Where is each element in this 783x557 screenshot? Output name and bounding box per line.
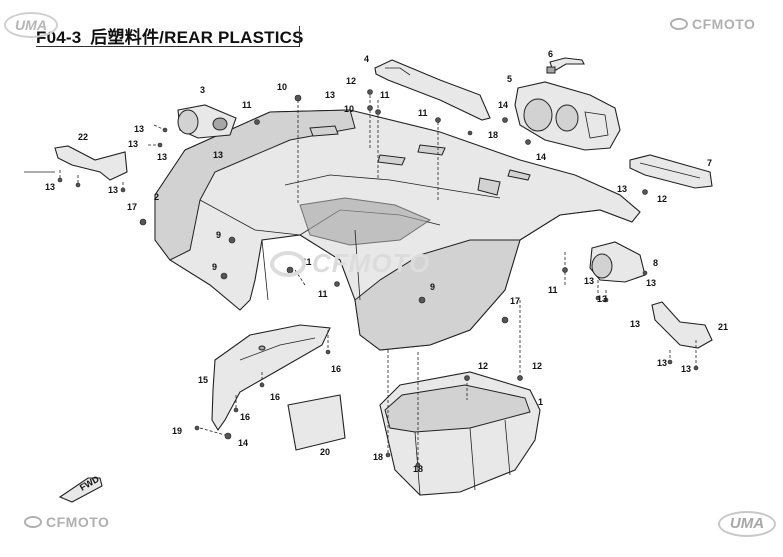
leader-lines	[24, 90, 697, 465]
callout-2: 2	[154, 192, 159, 202]
fasteners	[57, 89, 699, 468]
tail-light-right-5	[514, 81, 621, 151]
rear-fender-body	[154, 109, 641, 351]
callout-11a: 11	[242, 100, 252, 110]
callout-5: 5	[507, 74, 512, 84]
bracket-22	[54, 145, 128, 181]
callout-13b: 13	[128, 139, 138, 149]
callout-11f: 11	[548, 285, 558, 295]
panel-4	[374, 59, 491, 121]
callout-13k: 13	[597, 294, 607, 304]
callout-16b: 16	[270, 392, 280, 402]
callout-11d: 11	[302, 257, 312, 267]
callout-4: 4	[364, 54, 369, 64]
callout-13d: 13	[213, 150, 223, 160]
callout-16c: 16	[240, 412, 250, 422]
callout-19: 19	[172, 426, 182, 436]
storage-box-1	[379, 371, 541, 496]
cfmoto-watermark: CFMOTO	[270, 248, 430, 279]
callout-22: 22	[78, 132, 88, 142]
callout-21: 21	[718, 322, 728, 332]
cfmoto-ring-icon	[24, 516, 42, 528]
cfmoto-watermark-text: CFMOTO	[312, 248, 431, 278]
title-divider	[299, 26, 300, 47]
callout-13e: 13	[45, 182, 55, 192]
callout-12b: 12	[657, 194, 667, 204]
title-cn: 后塑料件	[90, 28, 160, 47]
callout-12a: 12	[346, 76, 356, 86]
cfmoto-watermark-ring-icon	[270, 250, 306, 277]
panel-20	[287, 394, 346, 451]
callout-13g: 13	[325, 90, 335, 100]
callout-15: 15	[198, 375, 208, 385]
page-title: F04-3 后塑料件/REAR PLASTICS	[36, 23, 303, 47]
callout-13j: 13	[646, 278, 656, 288]
callout-14c: 14	[238, 438, 248, 448]
mud-flap-15	[211, 324, 331, 432]
callout-11e: 11	[318, 289, 328, 299]
callout-14a: 14	[498, 100, 508, 110]
callout-1: 1	[538, 397, 543, 407]
cfmoto-logo-top: CFMOTO	[670, 16, 755, 32]
callout-9a: 9	[216, 230, 221, 240]
cfmoto-logo-bottom-text: CFMOTO	[46, 514, 110, 530]
callout-18b: 18	[373, 452, 383, 462]
uma-logo-bottom: UMA	[718, 511, 776, 537]
callout-9b: 9	[212, 262, 217, 272]
callout-16a: 16	[331, 364, 341, 374]
callout-labels: 1 2 3 4 5 6 7 8 9 9 9 10 10 11 11 11 11 …	[45, 49, 728, 474]
tail-light-8	[589, 241, 646, 283]
callout-8: 8	[653, 258, 658, 268]
callout-7: 7	[707, 158, 712, 168]
cfmoto-logo-top-text: CFMOTO	[692, 16, 756, 32]
callout-10a: 10	[277, 82, 287, 92]
callout-12d: 12	[532, 361, 542, 371]
callout-18a: 18	[488, 130, 498, 140]
callout-12c: 12	[478, 361, 488, 371]
bracket-21	[651, 301, 713, 349]
callout-17a: 17	[127, 202, 137, 212]
callout-13l: 13	[630, 319, 640, 329]
callout-18c: 18	[413, 464, 423, 474]
callout-20: 20	[320, 447, 330, 457]
handle-6	[546, 57, 585, 74]
callout-17b: 17	[510, 296, 520, 306]
callout-14b: 14	[536, 152, 546, 162]
callout-11c: 11	[418, 108, 428, 118]
callout-9c: 9	[430, 282, 435, 292]
callout-13n: 13	[681, 364, 691, 374]
callout-3: 3	[200, 85, 205, 95]
title-underline	[36, 46, 300, 47]
cfmoto-ring-icon	[670, 18, 688, 30]
callout-13m: 13	[657, 358, 667, 368]
callout-13c: 13	[157, 152, 167, 162]
tail-light-left-3	[177, 104, 237, 139]
callout-13a: 13	[134, 124, 144, 134]
callout-10b: 10	[344, 104, 354, 114]
callout-13i: 13	[584, 276, 594, 286]
title-en: /REAR PLASTICS	[159, 28, 304, 47]
callout-6: 6	[548, 49, 553, 59]
callout-11b: 11	[380, 90, 390, 100]
callout-13h: 13	[617, 184, 627, 194]
reflector-7	[629, 154, 713, 189]
uma-logo-top: UMA	[4, 12, 58, 38]
fwd-arrow-icon: FWD	[58, 474, 103, 503]
callout-13f: 13	[108, 185, 118, 195]
cfmoto-logo-bottom: CFMOTO	[24, 514, 109, 530]
